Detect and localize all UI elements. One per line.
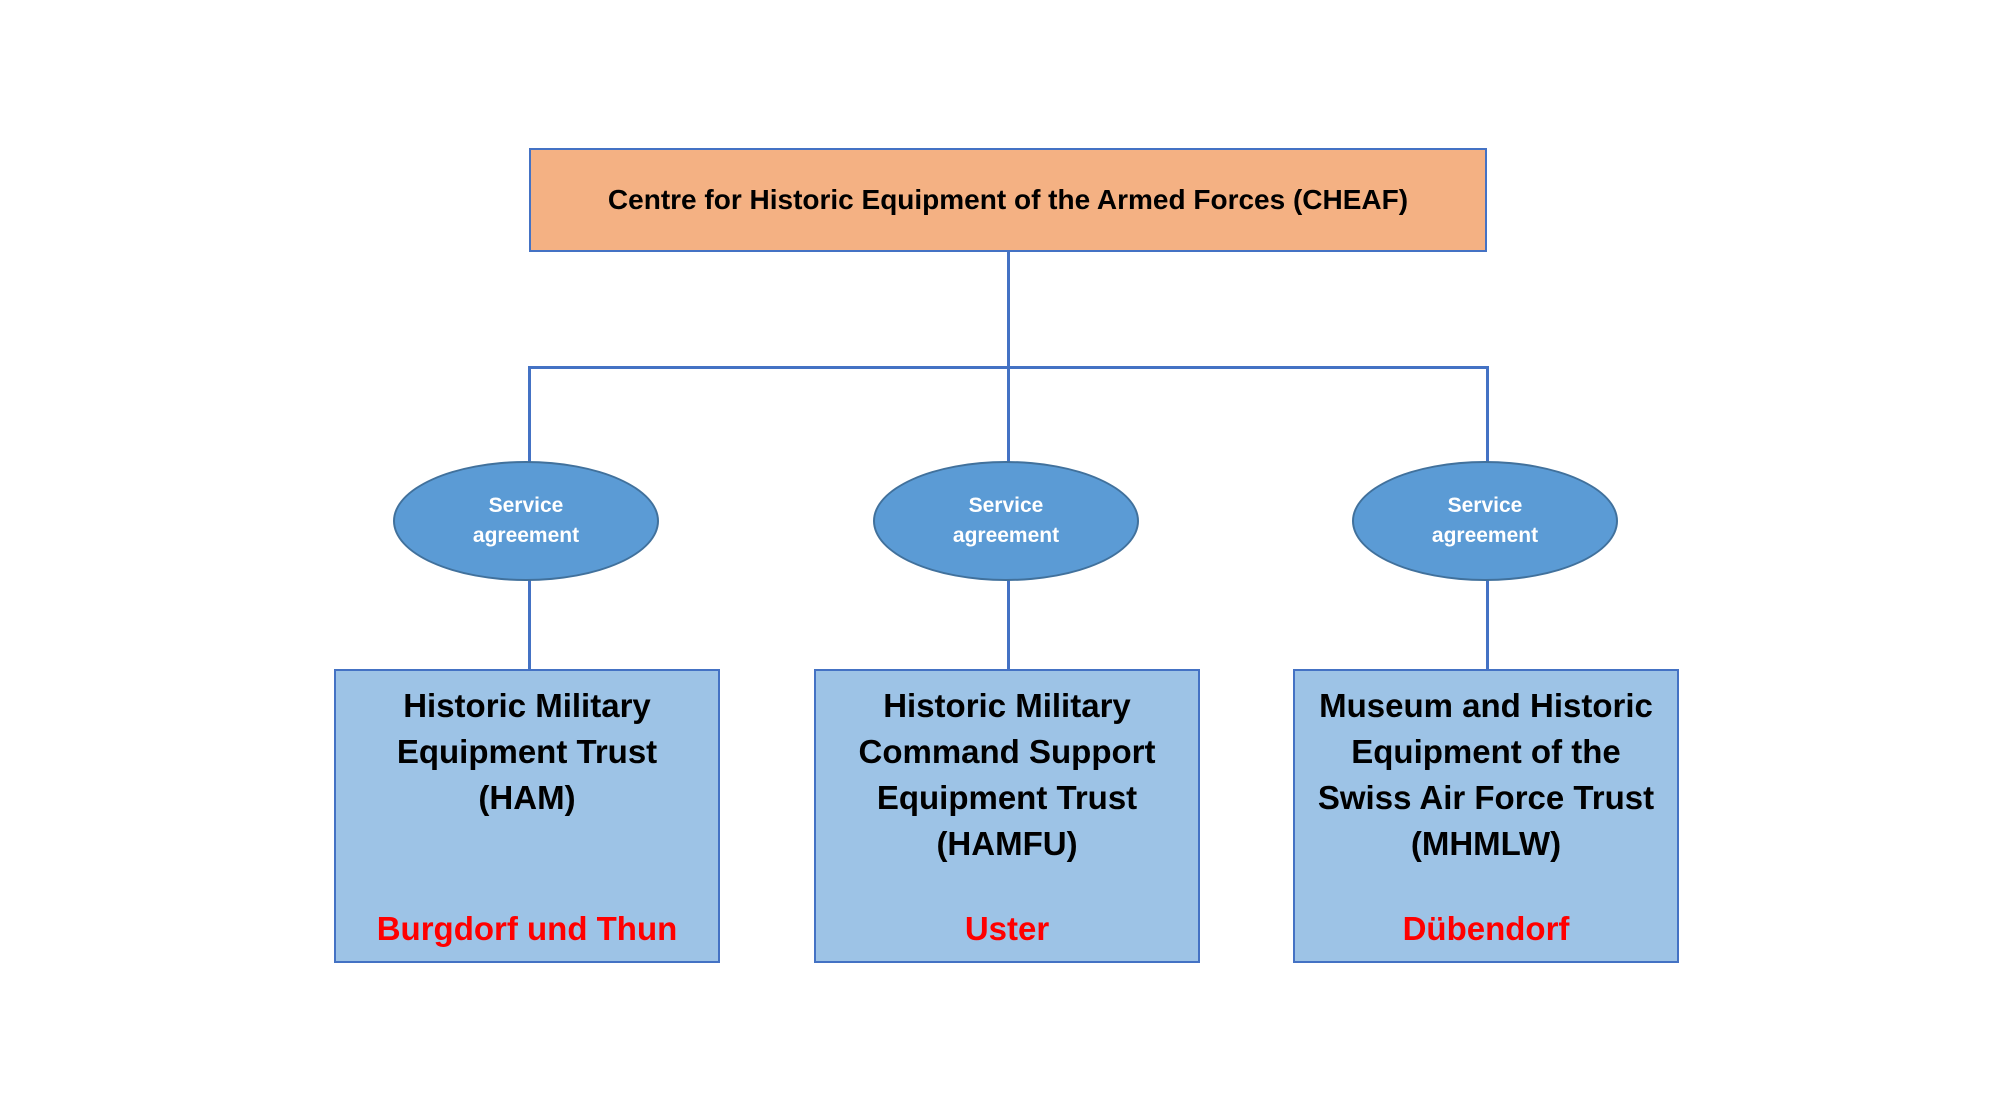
root-node-title: Centre for Historic Equipment of the Arm… — [607, 184, 1409, 215]
unit-name: Museum and Historic Equipment of the Swi… — [1317, 687, 1655, 862]
unit-location: Dübendorf — [1402, 910, 1570, 947]
connector-middle-lower — [1007, 580, 1010, 670]
unit-box-hamfu: Historic Military Command Support Equipm… — [814, 669, 1200, 963]
service-agreement-label: Service agreement — [952, 494, 1060, 547]
connector-left-lower — [528, 580, 531, 670]
service-agreement-label: Service agreement — [472, 494, 580, 547]
unit-box-ham: Historic Military Equipment Trust (HAM) … — [334, 669, 720, 963]
connector-root-down — [1007, 252, 1010, 368]
unit-name: Historic Military Command Support Equipm… — [858, 687, 1156, 862]
unit-location: Burgdorf und Thun — [376, 910, 678, 947]
connector-middle-down — [1007, 366, 1010, 462]
unit-box-mhmlw: Museum and Historic Equipment of the Swi… — [1293, 669, 1679, 963]
service-agreement-hamfu: Service agreement — [873, 461, 1139, 581]
unit-location: Uster — [964, 910, 1050, 947]
service-agreement-ham: Service agreement — [393, 461, 659, 581]
root-node-cheaf: Centre for Historic Equipment of the Arm… — [529, 148, 1487, 252]
connector-right-lower — [1486, 580, 1489, 670]
connector-left-down — [528, 366, 531, 462]
service-agreement-mhmlw: Service agreement — [1352, 461, 1618, 581]
service-agreement-label: Service agreement — [1431, 494, 1539, 547]
unit-name: Historic Military Equipment Trust (HAM) — [396, 687, 658, 816]
connector-right-down — [1486, 366, 1489, 462]
